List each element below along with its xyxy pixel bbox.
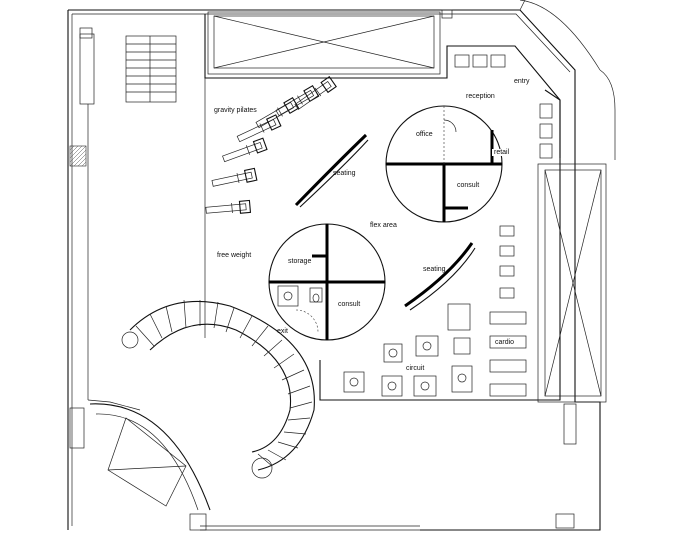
- seating-upper-label: seating: [333, 170, 356, 177]
- spiral-staircase: [121, 299, 315, 479]
- lower-right-columns: [441, 9, 577, 529]
- circuit-label: circuit: [406, 365, 425, 372]
- circuit-machines: [343, 303, 473, 397]
- gravity-pilates-label: gravity pilates: [214, 107, 257, 114]
- consult-lower-label: consult: [336, 301, 363, 308]
- storage-label: storage: [286, 258, 314, 265]
- upper-stair: [79, 27, 177, 105]
- cardio-machines: [489, 225, 527, 397]
- lower-curved-room: [69, 403, 211, 531]
- reception-label: reception: [466, 93, 495, 100]
- free-weight-label: free weight: [217, 252, 252, 259]
- office-label: office: [414, 131, 435, 138]
- pilates-equipment: [205, 75, 337, 214]
- seating-lower-label: seating: [423, 266, 446, 273]
- retail-label: retail: [492, 149, 512, 156]
- lower-room-circle: [268, 223, 386, 341]
- cardio-label: cardio: [493, 339, 517, 346]
- seating-benches: [294, 133, 476, 311]
- hatched-column: [69, 145, 87, 167]
- upper-room-circle: [385, 105, 503, 223]
- reception-furniture: [454, 54, 561, 159]
- exit-label: exit: [277, 328, 288, 335]
- gym-floor-outline: [204, 11, 561, 401]
- consult-upper-label: consult: [455, 182, 482, 189]
- right-room-box: [537, 163, 607, 403]
- entry-label: entry: [514, 78, 530, 85]
- flex-area-label: flex area: [370, 222, 397, 229]
